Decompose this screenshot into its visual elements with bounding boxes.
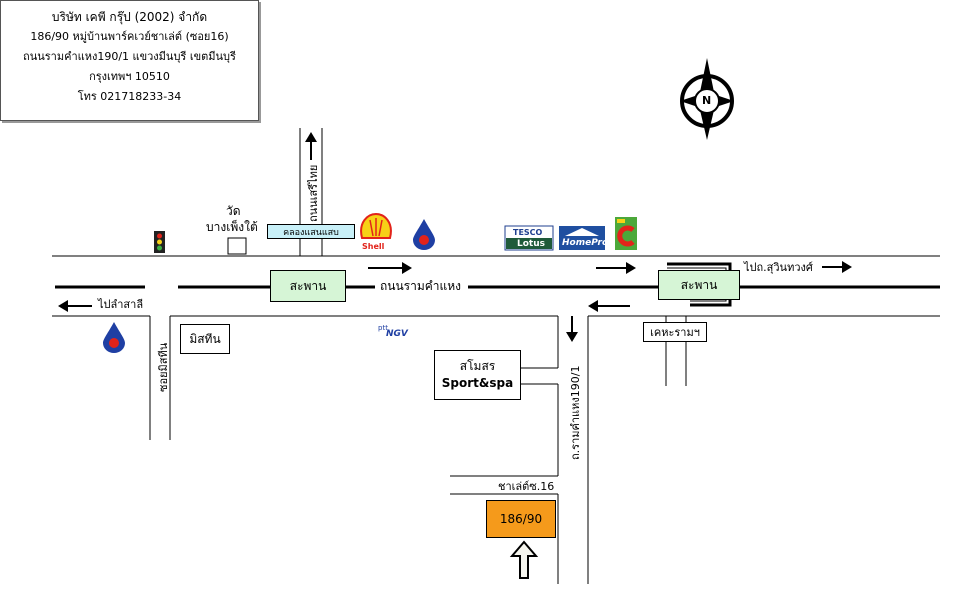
to-lamsali-label: ไปลำสาลี (98, 298, 144, 311)
destination-arrow-icon (509, 540, 539, 579)
temple-marker (227, 237, 247, 255)
shell-logo-text: Shell (362, 242, 385, 251)
sport-club-building: สโมสร Sport&spa (434, 350, 521, 400)
bridge-right: สะพาน (658, 270, 740, 300)
canal-sign: คลองแสนแสบ (267, 224, 355, 239)
arrow-east-sukhumvit (822, 261, 852, 273)
arrow-west-lamsali (58, 300, 92, 312)
soi-mistin-label: ซอยมิสทีน (157, 342, 170, 392)
mistine-building: มิสทีน (180, 324, 230, 354)
keha-ram-sign: เคหะรามฯ (643, 322, 707, 342)
ramkhamhaeng-road-label: ถนนรามคำแหง (380, 279, 462, 293)
tesco-lotus-logo-icon (504, 225, 554, 251)
arrow-west-1 (588, 300, 630, 312)
chalet-soi-label: ชาเล่ต์ซ.16 (498, 480, 555, 493)
arrow-south-ram190 (566, 316, 578, 342)
company-info-box: บริษัท เคพี กรุ๊ป (2002) จำกัด 186/90 หม… (0, 0, 259, 121)
main-road (52, 255, 940, 317)
ram190-road (450, 316, 589, 584)
sport-club-label-1: สโมสร (459, 359, 496, 373)
address-line-2: ถนนรามคำแหง190/1 แขวงมีนบุรี เขตมีนบุรี (23, 50, 236, 63)
compass-icon (680, 58, 734, 140)
to-sukhumvit-label: ไปถ.สุวินทวงศ์ (744, 261, 813, 274)
ptt-ngv-text-bottom: NGV (386, 329, 408, 339)
address-line-1: 186/90 หมู่บ้านพาร์คเวย์ชาเล่ต์ (ซอย16) (30, 30, 229, 43)
homepro-logo-text: HomePro (562, 238, 609, 248)
bridge-left: สะพาน (270, 270, 346, 302)
tesco-logo-text: TESCO (513, 228, 543, 237)
compass-north-label: N (702, 94, 712, 107)
temple-label-1: วัด (226, 204, 241, 218)
arrow-east-1 (368, 262, 412, 274)
serithai-road-label: ถนนเสรีไทย (307, 164, 320, 222)
temple-label-2: บางเพ็งใต้ (206, 220, 258, 234)
ptt-ngv-text-top: ptt (378, 324, 388, 332)
company-name: บริษัท เคพี กรุ๊ป (2002) จำกัด (51, 10, 208, 24)
traffic-light-icon (154, 231, 165, 253)
arrow-east-2 (596, 262, 636, 274)
shell-logo-icon (360, 212, 392, 239)
soi-mistin-road (149, 316, 171, 440)
ptt-station-icon-left (103, 322, 125, 353)
ram190-road-label: ถ.รามคำแหง190/1 (569, 365, 582, 460)
sport-club-label-2: Sport&spa (441, 376, 514, 390)
bigc-logo-icon (615, 217, 637, 250)
ptt-station-icon (413, 219, 435, 250)
homepro-logo-icon (559, 226, 605, 250)
destination-marker: 186/90 (486, 500, 556, 538)
phone-number: โทร 021718233-34 (77, 90, 182, 103)
address-line-3: กรุงเทพฯ 10510 (89, 70, 170, 83)
lotus-logo-text: Lotus (517, 239, 545, 249)
arrow-north-serithai (305, 132, 317, 160)
